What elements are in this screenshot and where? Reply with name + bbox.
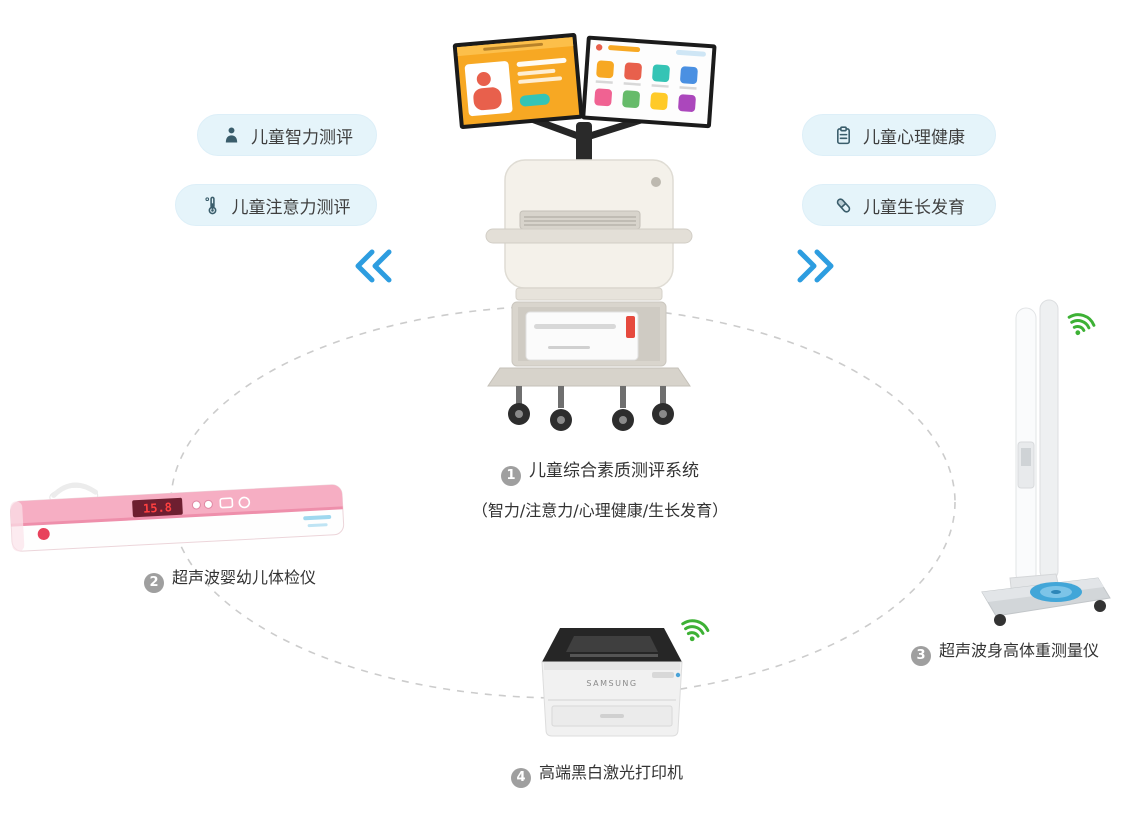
clipboard-icon [837, 125, 850, 144]
caption-system-subtitle: （智力/注意力/心理健康/生长发育） [471, 501, 729, 520]
thermometer-icon [204, 196, 216, 214]
cart-inner-printer [525, 311, 639, 361]
number-badge-2: 2 [143, 573, 164, 593]
app-icon-grid [594, 60, 698, 112]
printer-wifi-icon [681, 619, 710, 642]
infant-scanner-illustration: 15.8 [5, 455, 350, 570]
left-monitor [452, 33, 584, 129]
pill-label-intelligence: 儿童智力测评 [251, 127, 353, 148]
caster-wheels [508, 386, 674, 431]
assessment-cart-illustration [428, 30, 730, 445]
feature-pill-growth[interactable]: 儿童生长发育 [802, 184, 996, 226]
caption-printer-title: 高端黑白激光打印机 [538, 763, 683, 782]
station-wheels [994, 600, 1106, 626]
cart-body [485, 159, 693, 431]
laser-printer-illustration: SAMSUNG [512, 610, 716, 758]
height-weight-station-illustration [948, 292, 1120, 630]
right-monitor [581, 35, 717, 129]
caption-system-title: 儿童综合素质测评系统 [529, 461, 699, 481]
number-badge-3: 3 [910, 646, 931, 666]
feature-pill-intelligence[interactable]: 儿童智力测评 [197, 114, 377, 156]
caption-system-line1: 1 儿童综合素质测评系统 [415, 460, 785, 486]
caption-infant-scanner: 2 超声波婴幼儿体检仪 [50, 568, 410, 593]
caption-printer: 4 高端黑白激光打印机 [417, 763, 777, 788]
feature-pill-attention[interactable]: 儿童注意力测评 [175, 184, 377, 226]
infant-display-value: 15.8 [143, 500, 173, 515]
feature-pill-mental-health[interactable]: 儿童心理健康 [802, 114, 996, 156]
person-icon [225, 126, 238, 142]
caption-station-title: 超声波身高体重测量仪 [938, 641, 1099, 660]
capsule-icon [836, 197, 851, 213]
caption-system: 1 儿童综合素质测评系统 （智力/注意力/心理健康/生长发育） [415, 460, 785, 522]
number-badge-4: 4 [510, 768, 531, 788]
pill-label-growth: 儿童生长发育 [863, 197, 965, 218]
infant-scanner-display: 15.8 [132, 497, 183, 518]
caption-infant-title: 超声波婴幼儿体检仪 [171, 568, 316, 587]
station-wifi-icon [1067, 313, 1096, 336]
number-badge-1: 1 [501, 466, 521, 486]
left-double-chevron-icon [355, 249, 392, 283]
printer-brand-label: SAMSUNG [586, 679, 637, 688]
pill-label-mental-health: 儿童心理健康 [863, 127, 965, 148]
pill-label-attention: 儿童注意力测评 [231, 197, 351, 218]
caption-height-weight-station: 3 超声波身高体重测量仪 [855, 641, 1140, 666]
right-double-chevron-icon [797, 249, 834, 283]
station-platform [981, 577, 1111, 617]
